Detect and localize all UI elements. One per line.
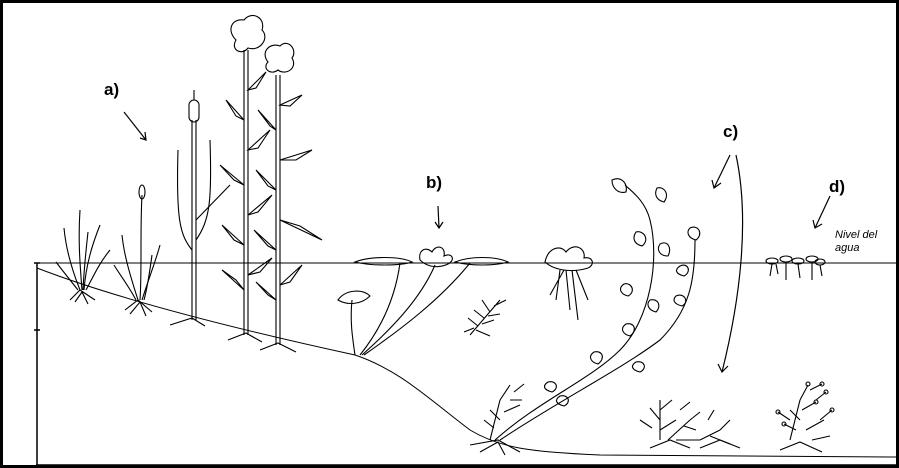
label-arrows xyxy=(124,112,830,372)
emergent-plants-group xyxy=(56,15,322,352)
submerged-plants-group xyxy=(470,179,834,455)
water-level-line1: Nivel del xyxy=(835,229,877,242)
label-b: b) xyxy=(426,173,442,193)
label-a: a) xyxy=(104,80,119,100)
water-level-line2: agua xyxy=(835,242,877,255)
tall-reed-2 xyxy=(254,43,322,352)
label-d: d) xyxy=(829,177,845,197)
free-floating-plants-group xyxy=(766,256,825,280)
lake-bed-profile xyxy=(37,268,897,457)
cattail-plant xyxy=(170,90,230,326)
grass-tuft-1 xyxy=(56,210,110,304)
label-c: c) xyxy=(723,122,738,142)
water-level-label: Nivel del agua xyxy=(835,229,877,255)
floating-rosette-plant xyxy=(545,247,592,320)
